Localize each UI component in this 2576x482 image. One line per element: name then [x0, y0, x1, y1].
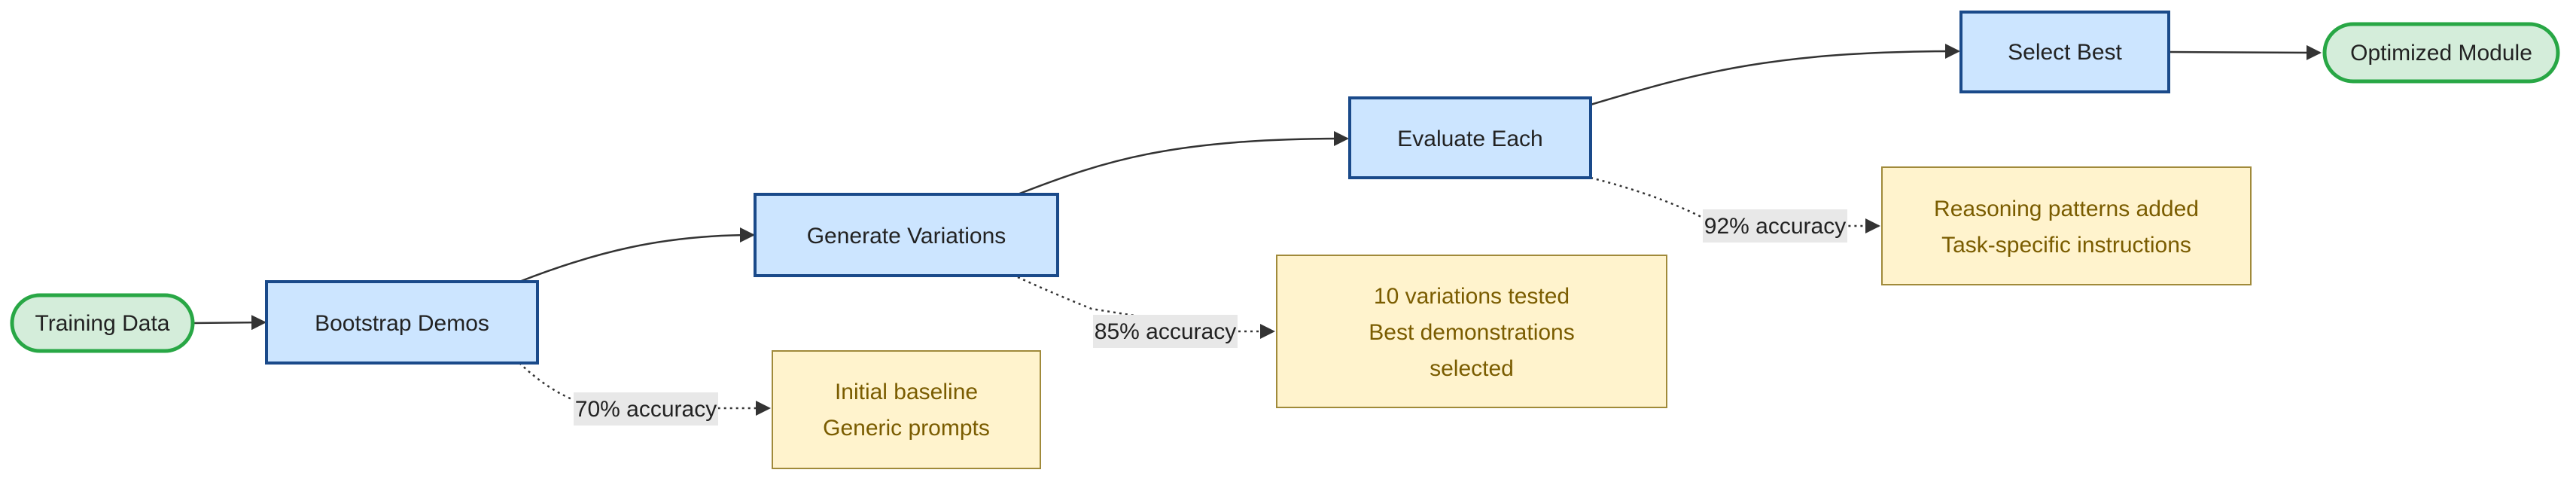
- note-variations-line3: selected: [1430, 356, 1514, 381]
- note-reasoning-line2: Task-specific instructions: [1941, 233, 2191, 258]
- node-bootstrap-demos[interactable]: Bootstrap Demos: [265, 280, 539, 365]
- edge-label-70-text: 70% accuracy: [575, 397, 717, 422]
- edge-evaluate-to-select: [1590, 44, 1960, 106]
- edge-generate-to-variations: [1017, 276, 1275, 339]
- node-optimized-module-label: Optimized Module: [2350, 41, 2532, 66]
- node-generate-variations[interactable]: Generate Variations: [754, 193, 1059, 277]
- edge-generate-to-evaluate: [1017, 131, 1349, 196]
- edge-label-92-text: 92% accuracy: [1704, 214, 1846, 239]
- note-baseline: Initial baseline Generic prompts: [772, 350, 1041, 469]
- edge-bootstrap-to-generate: [519, 227, 755, 283]
- note-baseline-line1: Initial baseline: [835, 380, 978, 404]
- edge-evaluate-to-reasoning: [1590, 176, 1880, 233]
- node-bootstrap-demos-label: Bootstrap Demos: [315, 311, 489, 336]
- note-variations-line1: 10 variations tested: [1374, 284, 1570, 309]
- node-optimized-module[interactable]: Optimized Module: [2322, 22, 2560, 84]
- note-variations: 10 variations tested Best demonstrations…: [1276, 255, 1667, 408]
- edge-select-to-optimized: [2167, 44, 2322, 60]
- note-variations-line2: Best demonstrations: [1369, 320, 1574, 345]
- edge-training-to-bootstrap: [192, 315, 266, 331]
- node-generate-variations-label: Generate Variations: [807, 224, 1006, 249]
- node-select-best[interactable]: Select Best: [1959, 11, 2170, 93]
- edge-label-70: 70% accuracy: [574, 392, 718, 426]
- edge-label-92: 92% accuracy: [1703, 209, 1847, 243]
- node-evaluate-each[interactable]: Evaluate Each: [1348, 96, 1592, 179]
- note-baseline-line2: Generic prompts: [823, 416, 990, 441]
- node-evaluate-each-label: Evaluate Each: [1397, 127, 1542, 151]
- node-training-data-label: Training Data: [35, 311, 170, 336]
- note-reasoning: Reasoning patterns added Task-specific i…: [1881, 166, 2252, 285]
- note-reasoning-line1: Reasoning patterns added: [1934, 197, 2199, 221]
- edge-label-85: 85% accuracy: [1093, 315, 1238, 348]
- edge-label-85-text: 85% accuracy: [1095, 319, 1236, 344]
- node-select-best-label: Select Best: [2008, 40, 2122, 65]
- node-training-data[interactable]: Training Data: [10, 293, 195, 353]
